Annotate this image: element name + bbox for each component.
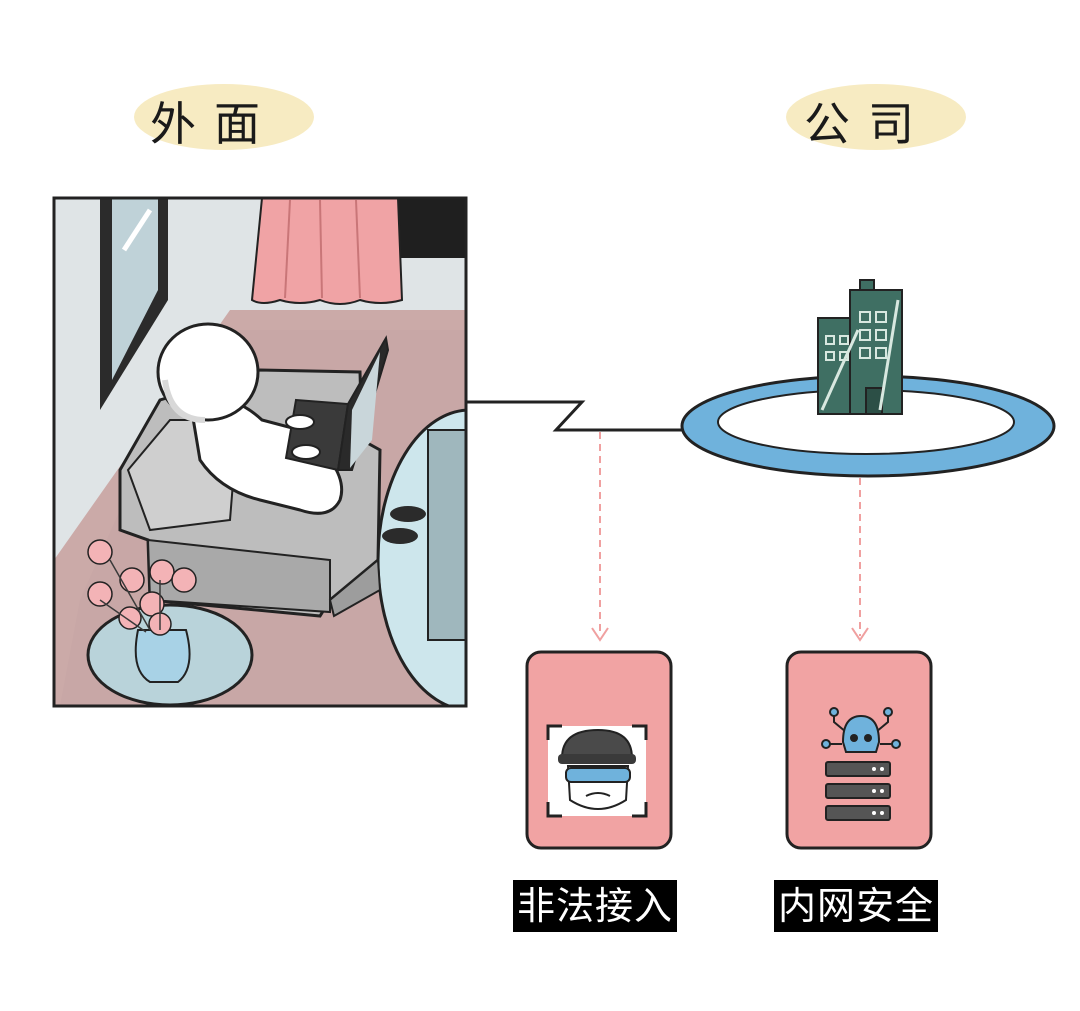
hacker-icon [546,724,648,818]
company-label-highlight [786,84,966,150]
dashed-arrows [591,432,869,642]
intranet-security-card [785,650,933,850]
outside-label: 外面 [150,97,278,151]
company-label: 公司 [804,97,932,151]
illegal-access-caption: 非法接入 [513,880,678,932]
outside-label-highlight [134,84,314,150]
illegal-access-card [525,650,673,850]
network-connection-line [466,400,684,432]
remote-worker-illustration [52,196,468,708]
intranet-security-caption: 内网安全 [774,880,939,932]
server-skull-icon [821,707,901,821]
company-building-illustration [680,279,1056,478]
